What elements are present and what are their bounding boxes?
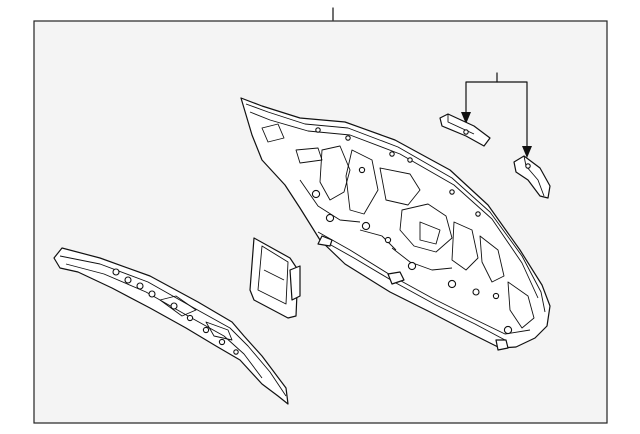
bracket-callout [461,72,532,158]
main-panel-drawing [240,97,551,351]
center-bracket-drawing [249,237,301,319]
left-reinforcement-drawing [53,247,289,405]
small-bracket-b-drawing [513,155,551,199]
small-bracket-a-drawing [439,113,491,147]
